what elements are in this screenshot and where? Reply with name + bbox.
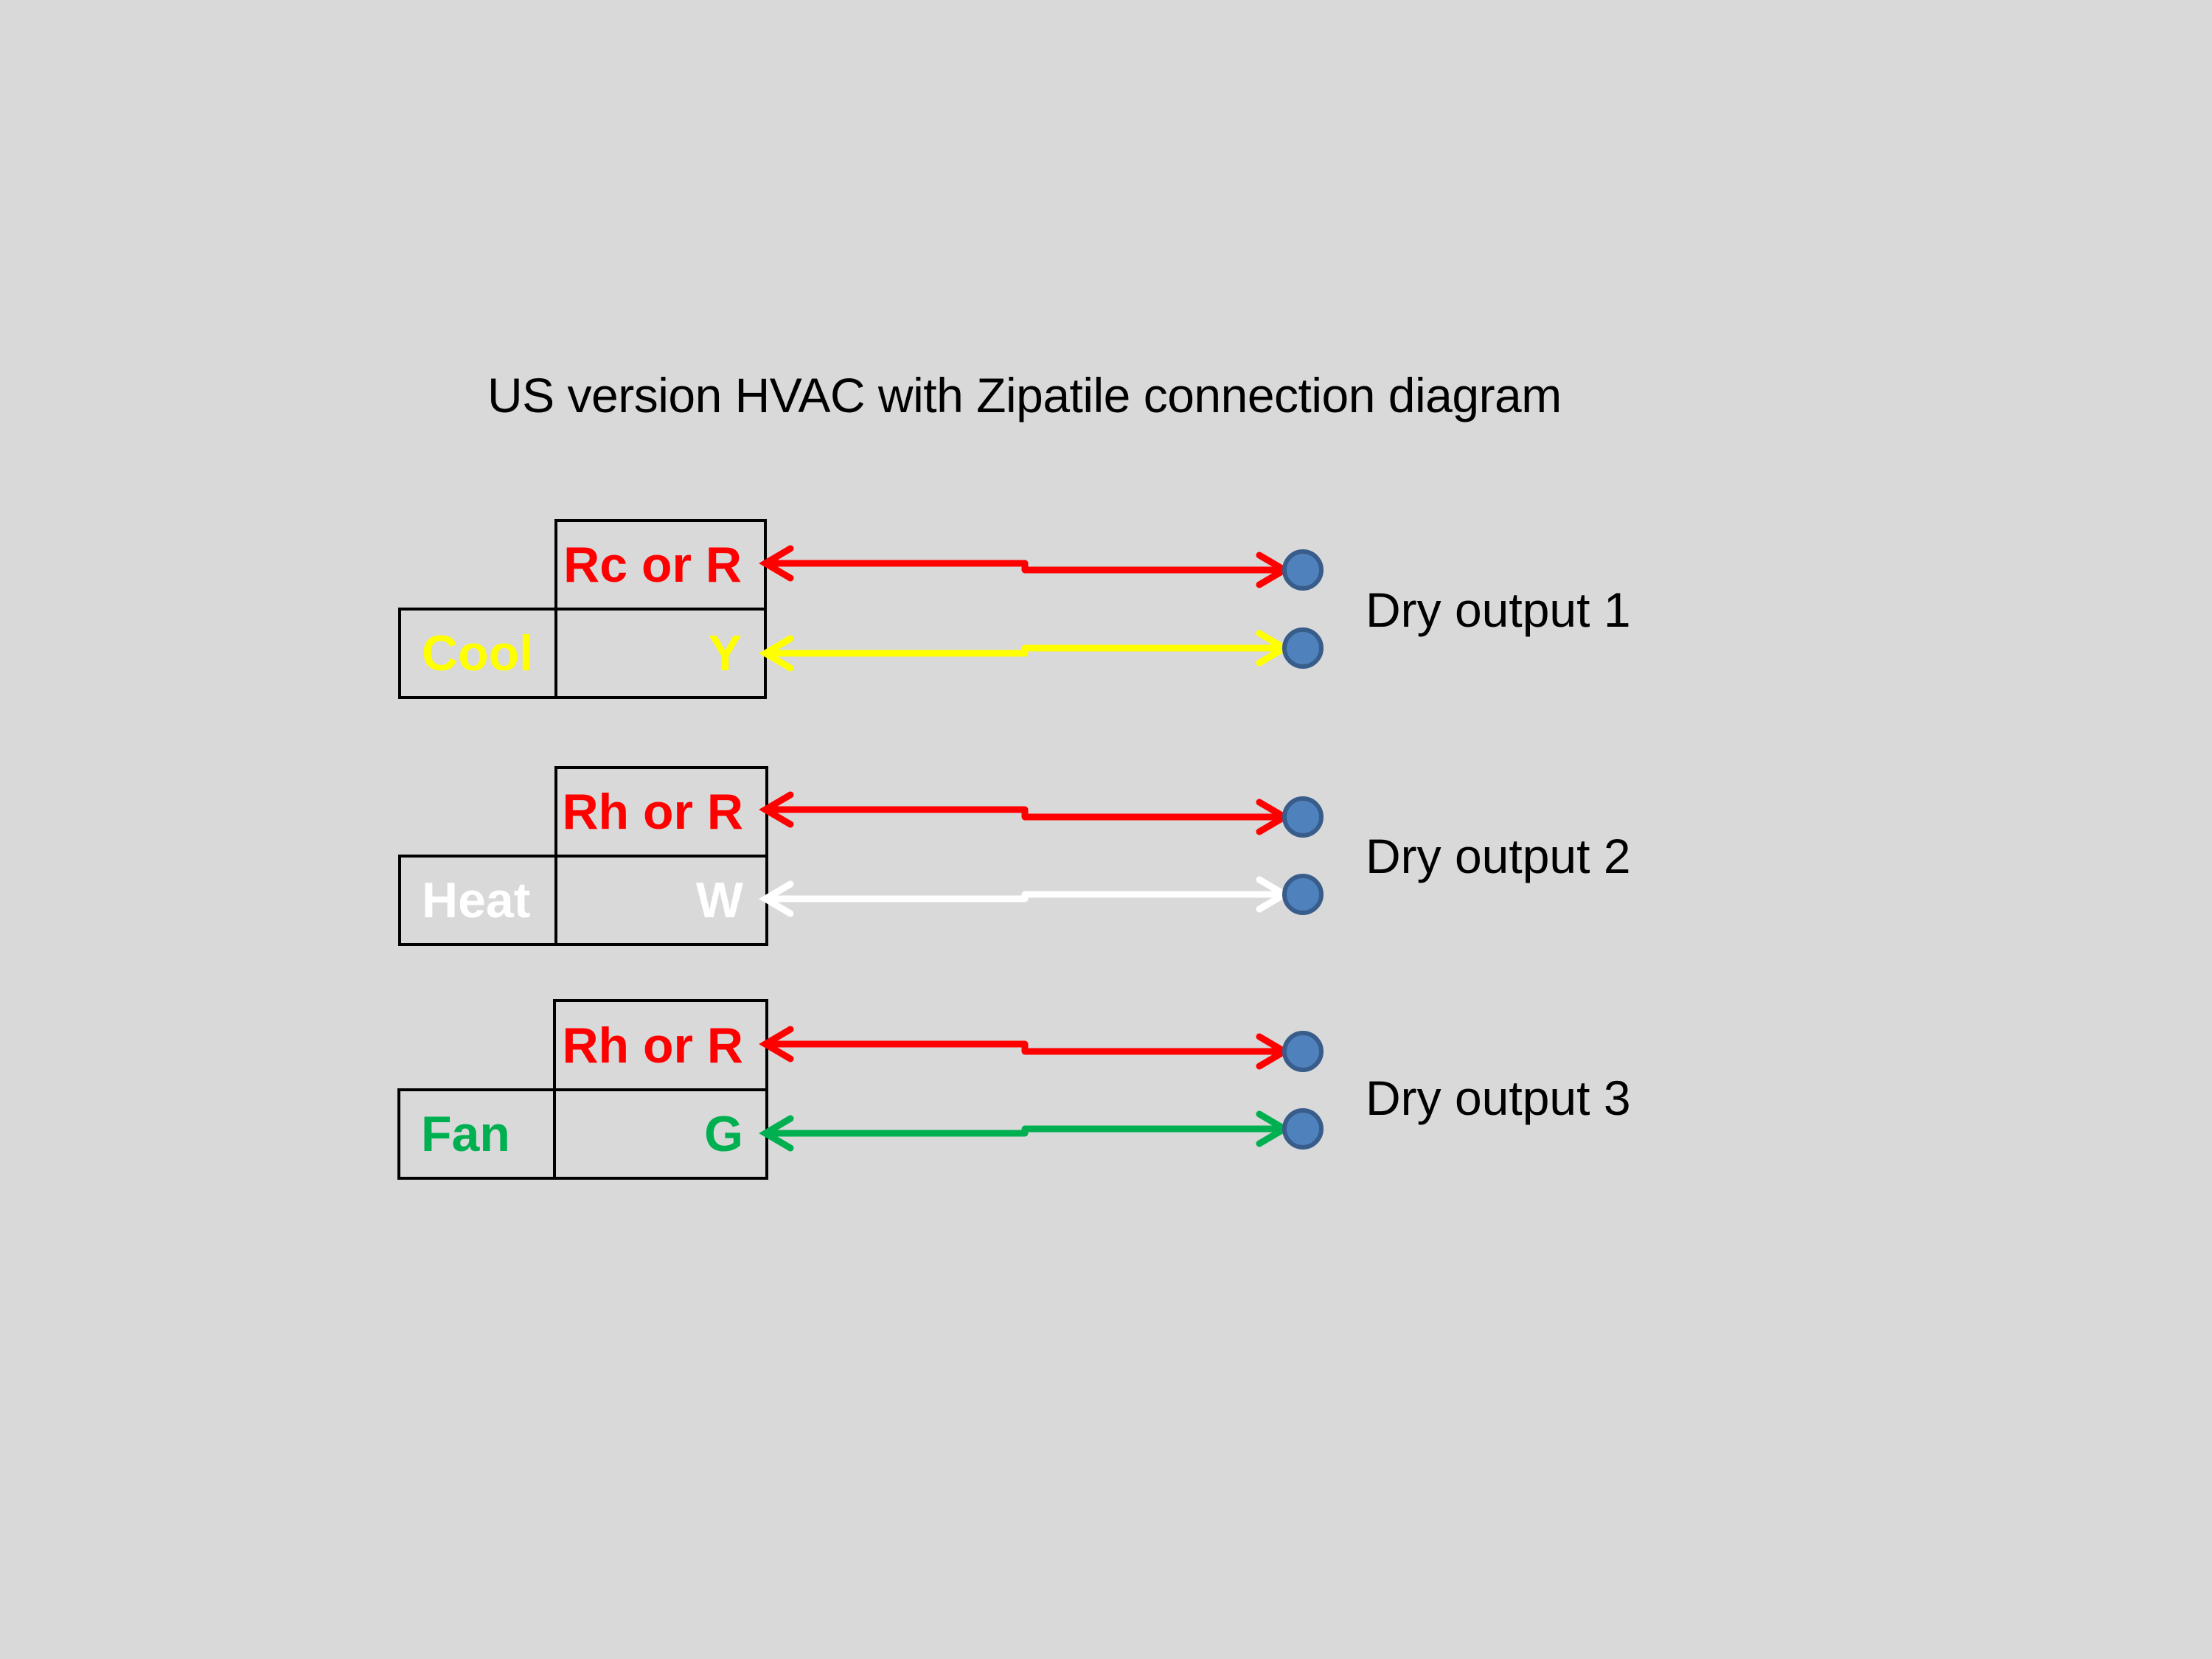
terminal-label-signal-3: G (704, 1106, 743, 1162)
arrowhead-left-signal-1 (759, 635, 794, 672)
arrowhead-left-signal-2 (759, 880, 794, 917)
diagram-title: US version HVAC with Zipatile connection… (487, 368, 1562, 422)
terminal-label-common-2: Rh or R (562, 784, 743, 840)
terminal-cell-common-3: Rh or R (553, 999, 768, 1091)
wire-common-3 (762, 1040, 1288, 1055)
terminal-label-common-1: Rc or R (563, 537, 742, 593)
output-terminal-signal-1 (1282, 627, 1324, 669)
function-cell-2: Heat (398, 855, 557, 946)
arrowhead-left-common-3 (759, 1026, 794, 1062)
function-label-3: Fan (421, 1106, 510, 1162)
output-terminal-signal-2 (1282, 874, 1324, 915)
output-label-1: Dry output 1 (1366, 582, 1631, 637)
wire-common-2 (762, 806, 1288, 821)
function-cell-1: Cool (398, 608, 557, 699)
output-terminal-signal-3 (1282, 1108, 1324, 1150)
output-terminal-common-3 (1282, 1031, 1324, 1072)
terminal-cell-signal-3: G (553, 1088, 768, 1180)
function-label-2: Heat (422, 872, 531, 928)
function-label-1: Cool (422, 625, 534, 681)
wire-signal-3 (762, 1125, 1288, 1137)
arrowhead-left-common-1 (759, 545, 794, 582)
wire-signal-2 (762, 891, 1288, 902)
terminal-label-signal-2: W (695, 872, 743, 928)
output-label-3: Dry output 3 (1366, 1071, 1631, 1125)
output-label-2: Dry output 2 (1366, 829, 1631, 883)
arrowhead-left-common-2 (759, 791, 794, 828)
wire-common-1 (762, 560, 1288, 574)
wire-signal-1 (762, 644, 1288, 657)
output-terminal-common-1 (1282, 549, 1324, 591)
terminal-label-common-3: Rh or R (562, 1017, 743, 1074)
terminal-label-signal-1: Y (708, 625, 742, 681)
arrowhead-left-signal-3 (759, 1115, 794, 1152)
output-terminal-common-2 (1282, 796, 1324, 838)
